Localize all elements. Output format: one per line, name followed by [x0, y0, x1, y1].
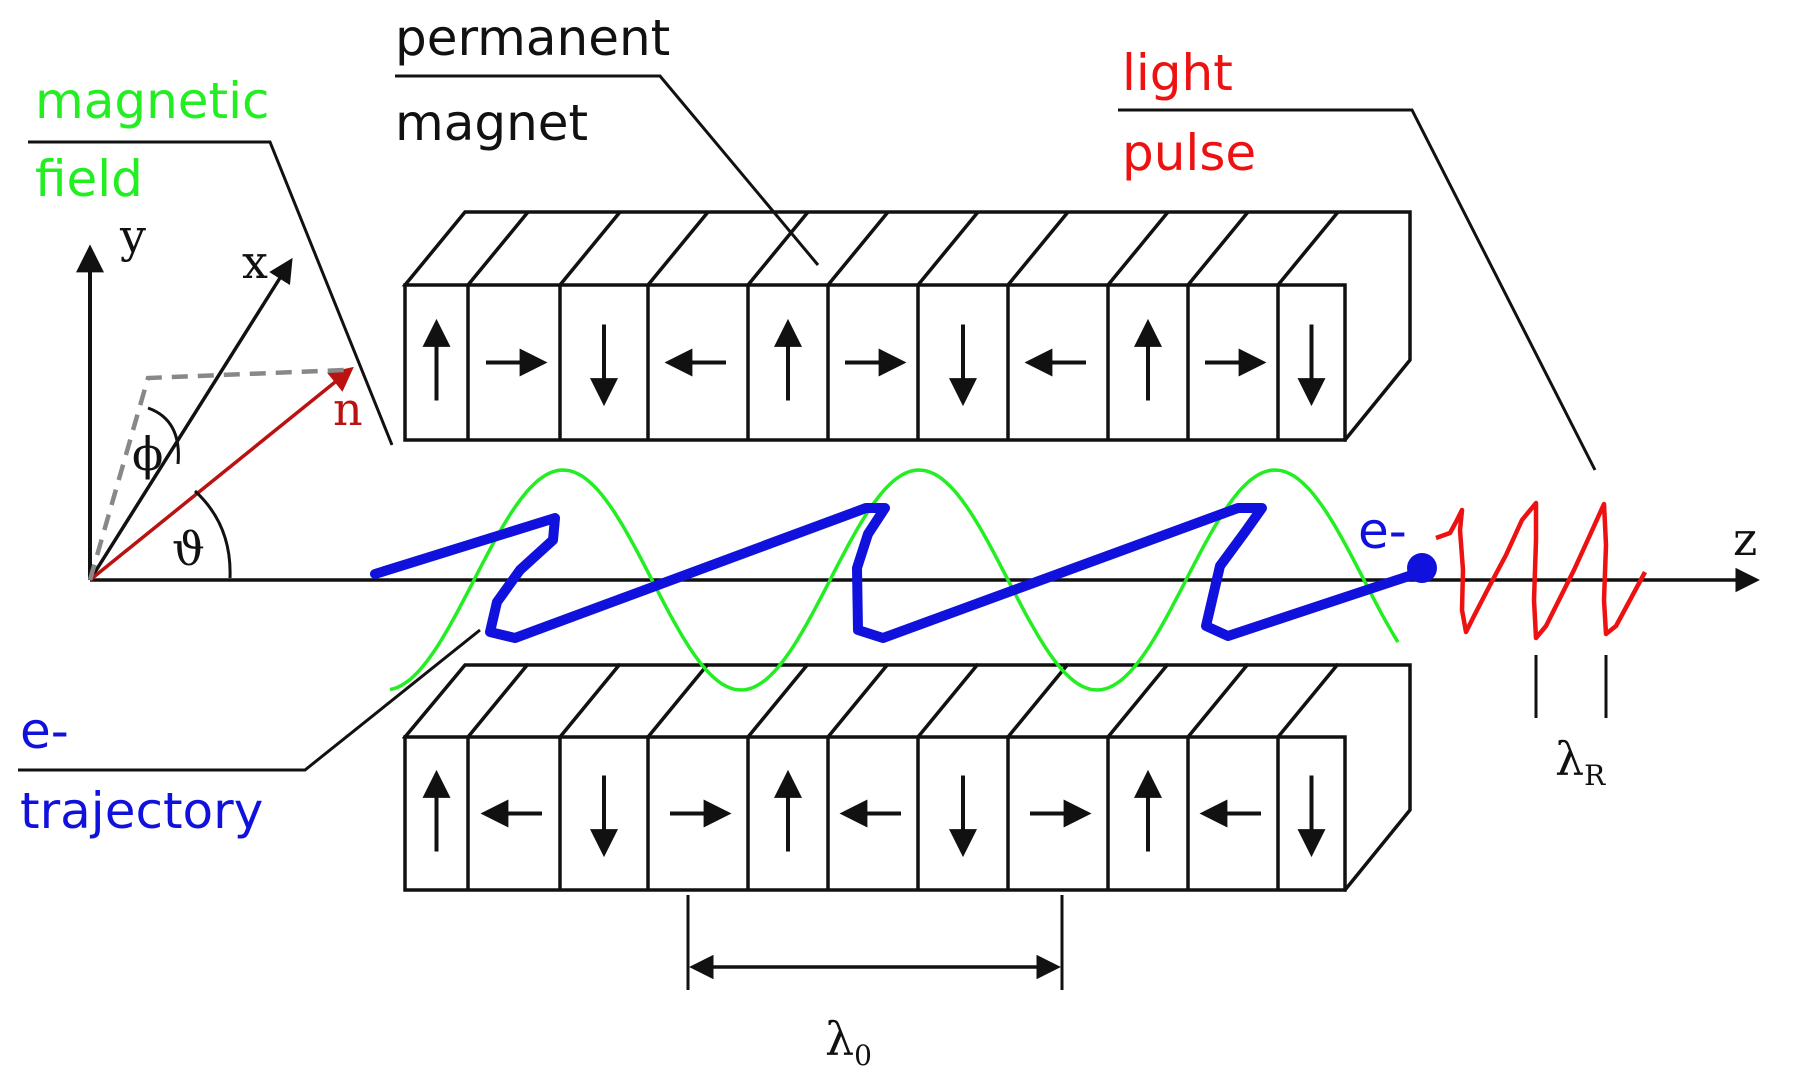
top-magnet-seam	[1276, 210, 1340, 287]
bottom-magnet-seam	[1276, 662, 1340, 739]
bottom-magnet-seam	[1106, 662, 1170, 739]
theta-angle-label: ϑ	[172, 522, 205, 576]
permanent-magnet-label-line1: permanent	[395, 9, 670, 67]
magnetic-field-wave	[389, 468, 1400, 692]
bottom-magnet-seam	[558, 662, 622, 739]
z-axis-label: z	[1733, 512, 1757, 566]
permanent-magnet-label-line2: magnet	[395, 94, 588, 152]
light-pulse-leader	[1118, 108, 1597, 471]
bottom-magnet-seam	[466, 662, 530, 739]
top-magnet-seam	[1006, 210, 1070, 287]
e-trajectory-label-line1: e-	[20, 702, 69, 760]
theta-angle-arc	[193, 489, 232, 579]
e-trajectory-leader	[18, 628, 481, 772]
bottom-magnet-array	[401, 662, 1412, 892]
electron-trajectory	[370, 503, 1420, 643]
phi-angle-arc	[147, 406, 180, 465]
top-magnet-seam	[558, 210, 622, 287]
top-magnet-seam	[1106, 210, 1170, 287]
bottom-magnet-seam	[826, 662, 890, 739]
bottom-magnet-seam	[1006, 662, 1070, 739]
x-axis-arrow	[88, 257, 293, 581]
projection-dashed-line	[87, 367, 346, 581]
top-magnet-seam	[1186, 210, 1250, 287]
top-magnet-seam	[746, 210, 810, 287]
lambdaR-label: λR	[1555, 732, 1606, 792]
top-magnet-seam	[826, 210, 890, 287]
y-axis-label: y	[119, 209, 146, 263]
phi-angle-label: ϕ	[132, 427, 163, 481]
light-pulse-label-line1: light	[1122, 44, 1233, 102]
bottom-magnet-seam	[1186, 662, 1250, 739]
permanent-magnet-leader	[395, 74, 820, 266]
n-vector-arrow	[88, 366, 354, 582]
bottom-magnet-seam	[746, 662, 810, 739]
magnetic-field-label-line2: field	[35, 150, 143, 208]
top-magnet-seam	[916, 210, 980, 287]
top-magnet-seam	[646, 210, 710, 287]
top-magnet-array	[401, 210, 1412, 442]
light-pulse-wave	[1435, 500, 1647, 641]
lambda0-label: λ0	[825, 1012, 872, 1072]
leader-lines	[18, 74, 1597, 772]
n-vector-label: n	[333, 382, 363, 436]
electron-label: e-	[1358, 502, 1407, 560]
top-magnet-seam	[466, 210, 530, 287]
light-pulse-label-line2: pulse	[1122, 124, 1256, 182]
electron-dot	[1407, 553, 1437, 583]
magnetic-field-label-line1: magnetic	[35, 72, 270, 130]
lambdaR-marker	[1534, 655, 1608, 718]
x-axis-label: x	[242, 235, 268, 289]
lambda0-marker	[686, 895, 1064, 990]
bottom-magnet-seam	[916, 662, 980, 739]
magnetic-field-leader	[28, 140, 394, 446]
bottom-magnet-seam	[646, 662, 710, 739]
e-trajectory-label-line2: trajectory	[20, 782, 263, 840]
coordinate-system	[76, 244, 354, 582]
